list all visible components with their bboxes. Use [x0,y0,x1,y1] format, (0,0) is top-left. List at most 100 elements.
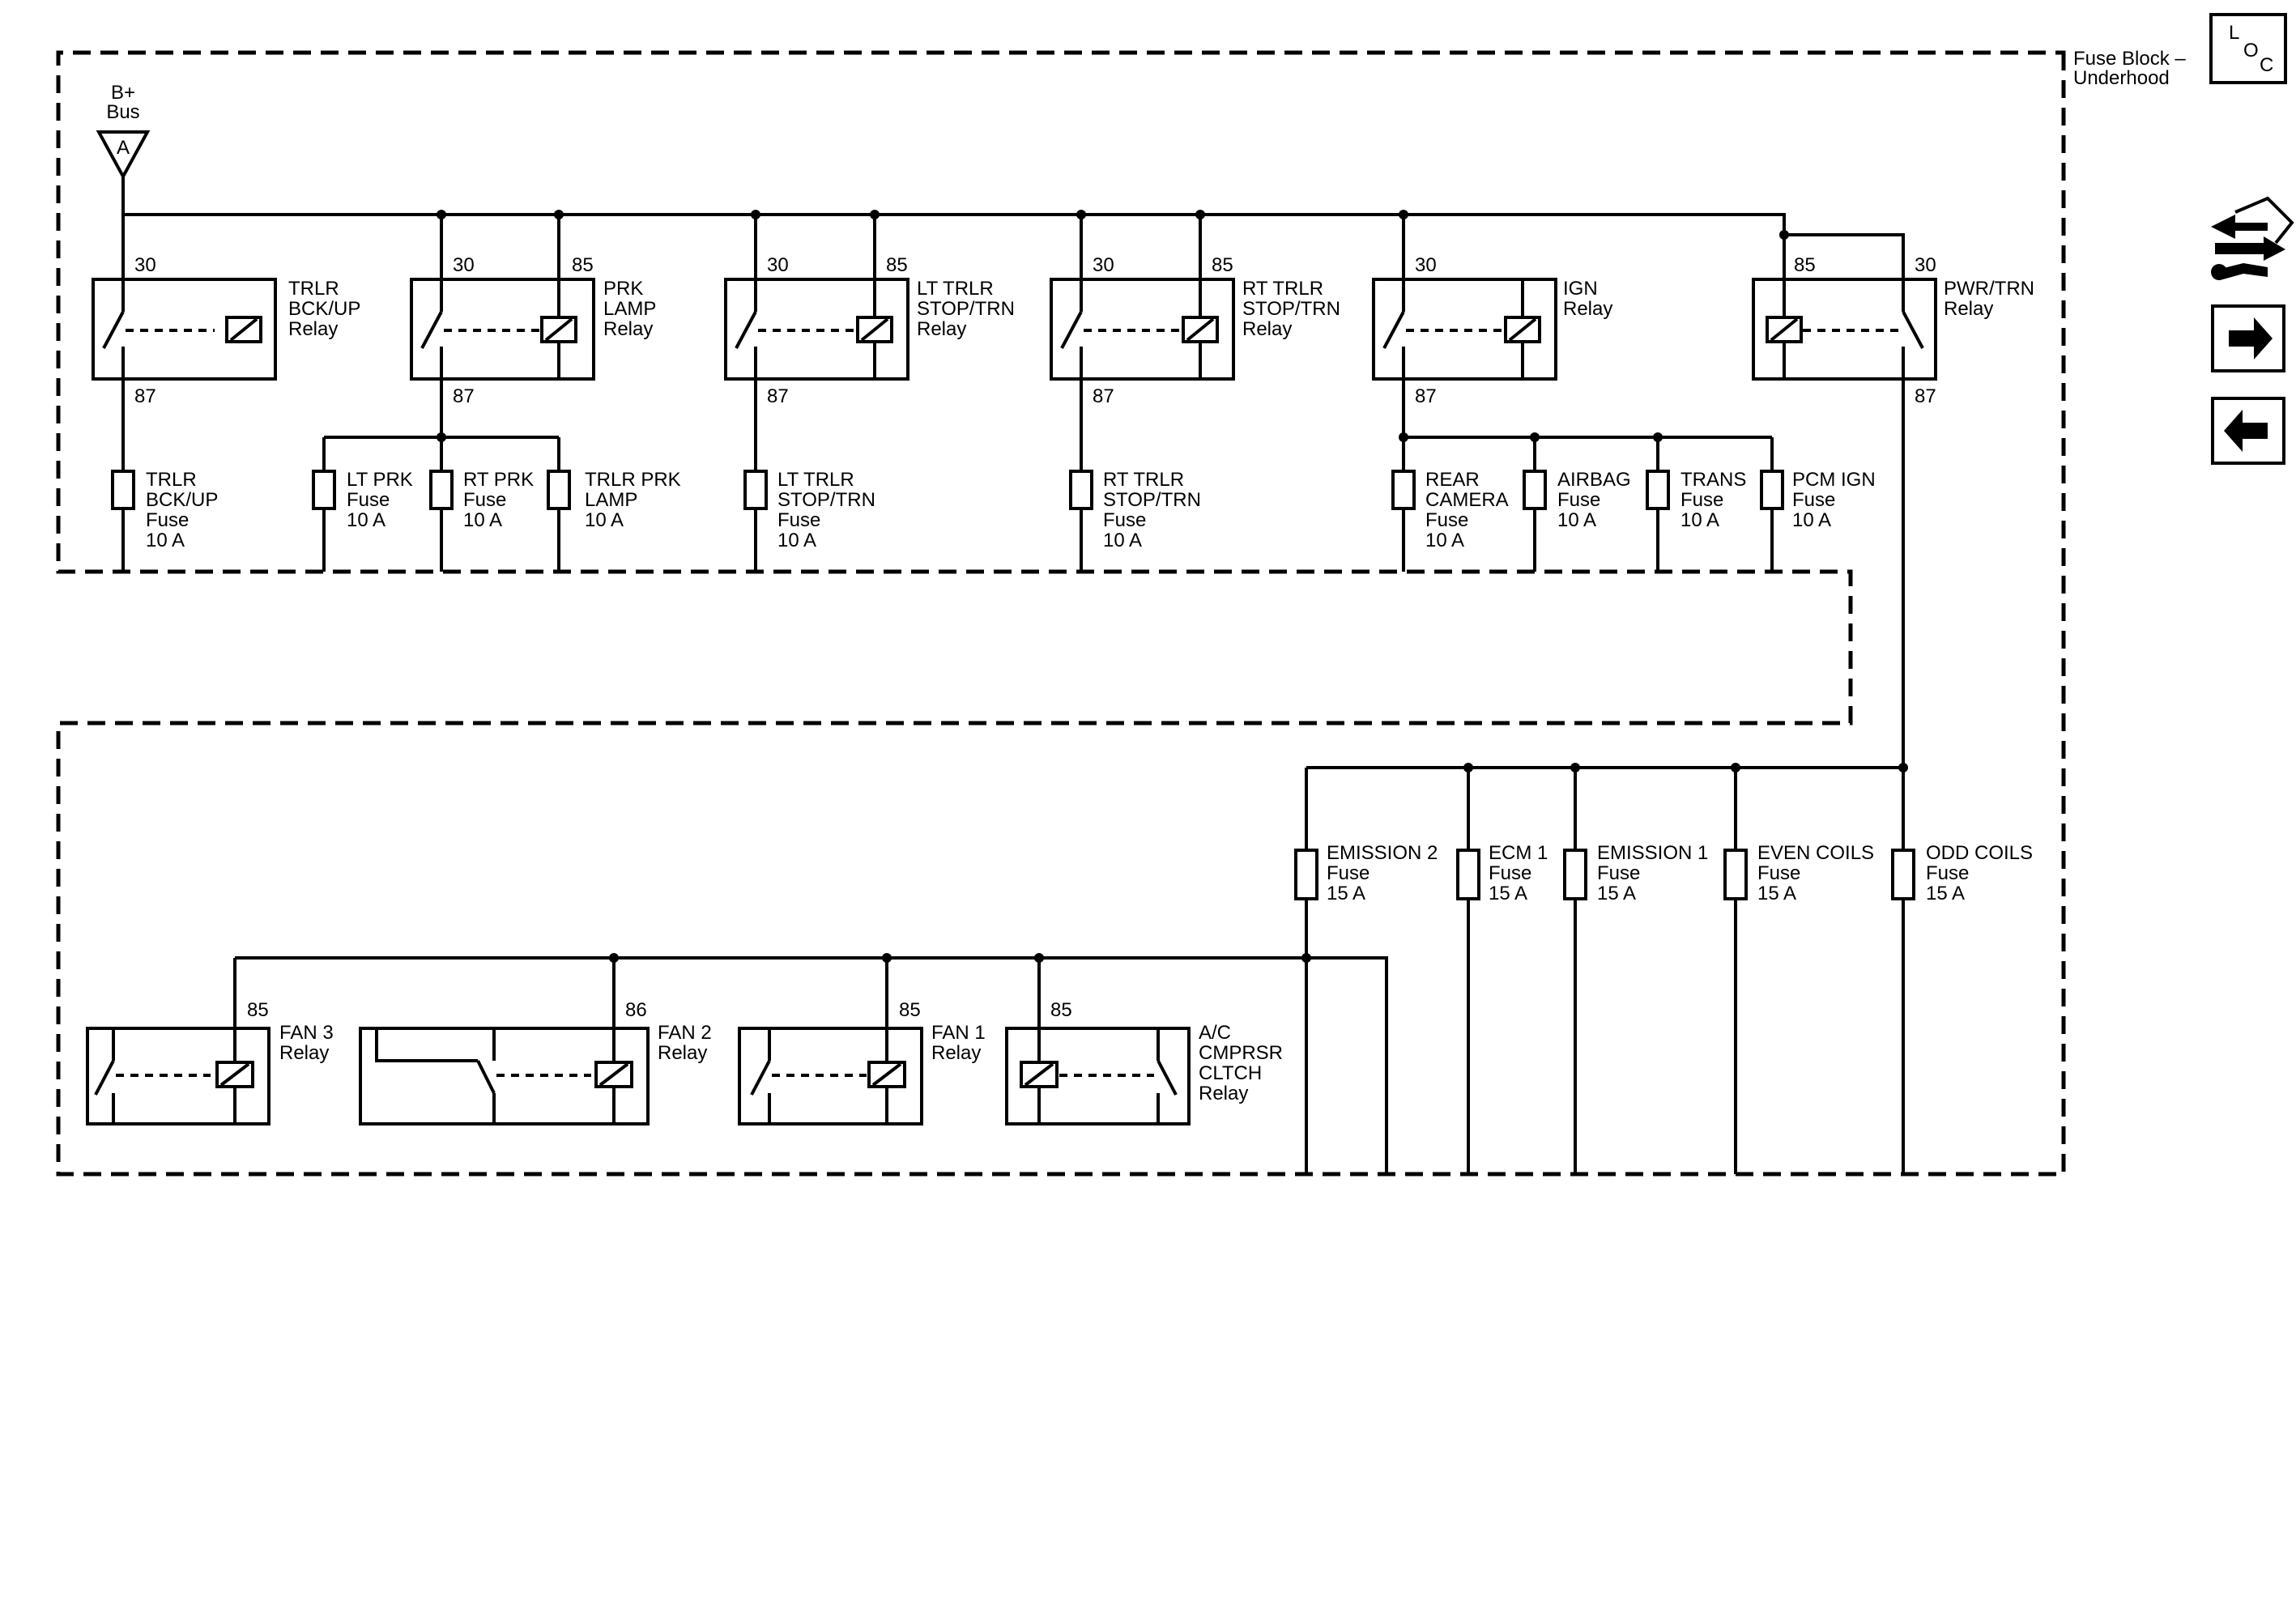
fuse-symbol [743,470,768,510]
relay-label: Relay [931,1042,981,1064]
relay-label: Relay [288,318,338,340]
fuse-block-outline-upper [56,50,2066,1177]
fuse-label: 15 A [1757,883,1796,904]
fuse-label: LAMP [585,489,637,511]
loc-letter: O [2243,40,2259,62]
upper-wiring [121,177,1905,768]
fuse-block-label-line1: Fuse Block – [2073,48,2186,70]
relay-pin: 87 [453,385,475,407]
relay-pin: 85 [886,254,908,276]
fuse-label: Fuse [1425,509,1468,531]
relay-pin: 85 [1050,999,1072,1021]
loc-button[interactable]: L O C [2209,13,2287,84]
relay-pin: 30 [453,254,475,276]
fuse-label: REAR [1425,469,1480,491]
loc-letter: C [2260,54,2273,76]
relay-label: FAN 3 [279,1022,334,1044]
fuse-label: Fuse [463,489,506,511]
fuse-label: Fuse [1597,862,1640,884]
relay-label: PRK [603,278,643,300]
fuse-symbol [1391,470,1416,510]
relay-label: FAN 2 [658,1022,712,1044]
relay-fan-1: 85 FAN 1 Relay [738,999,986,1126]
relay-pin: 85 [1794,254,1816,276]
fuse-label: PCM IGN [1792,469,1876,491]
relay-label: Relay [658,1042,707,1064]
fuse-label: 10 A [1557,509,1596,531]
fuse-symbol [1069,470,1093,510]
relay-lt-trlr-stop-trn: 30 85 87 LT TRLR STOP/TRN Relay [724,254,1015,407]
relay-label: LT TRLR [917,278,994,300]
fuse-symbol [1523,470,1547,510]
relay-label: A/C [1199,1022,1231,1044]
fuse-label: 10 A [347,509,386,531]
fuse-label: STOP/TRN [1103,489,1201,511]
relay-pwr-trn: 85 30 87 PWR/TRN Relay [1752,254,2034,407]
bus-label-line1: B+ [111,82,135,104]
fuse-label: Fuse [1327,862,1370,884]
fuse-label: 10 A [1103,530,1142,551]
relay-pin: 30 [767,254,789,276]
relay-label: Relay [603,318,653,340]
fuse-label: EMISSION 2 [1327,842,1438,864]
fuse-label: 10 A [146,530,185,551]
relay-pin: 30 [1093,254,1114,276]
fuse-block-label: Fuse Block – Underhood [2073,48,2186,89]
relay-pin: 86 [625,999,647,1021]
fuse-symbol [1891,849,1915,900]
fuse-label: 10 A [1425,530,1464,551]
fuse-label: Fuse [1926,862,1969,884]
relay-fan-3: 85 FAN 3 Relay [86,999,334,1126]
fuse-label: CAMERA [1425,489,1509,511]
fuse-label: EMISSION 1 [1597,842,1708,864]
fuse-label: 10 A [585,509,624,531]
fuse-symbol [429,470,454,510]
relay-label: RT TRLR [1242,278,1323,300]
relay-pin: 87 [767,385,789,407]
fuse-label: 10 A [1792,509,1831,531]
component-swap-icon[interactable] [2211,196,2294,280]
relay-label: Relay [1242,318,1292,340]
relay-pin: 87 [134,385,156,407]
relay-pin: 85 [572,254,594,276]
relay-trlr-bckup: 30 87 TRLR BCK/UP Relay [92,254,360,407]
relay-ac-cmprsr-cltch: 85 A/C CMPRSR CLTCH Relay [1005,999,1283,1126]
fuse-label: STOP/TRN [777,489,875,511]
relay-fan-2: 86 FAN 2 Relay [359,999,712,1126]
fuse-symbol [111,470,135,510]
relay-label: LAMP [603,298,656,320]
relay-label: PWR/TRN [1944,278,2034,300]
relay-label: Relay [1199,1083,1248,1104]
fuse-label: Fuse [1792,489,1835,511]
relay-label: CMPRSR [1199,1042,1283,1064]
arrow-left-icon[interactable] [2211,397,2285,465]
fuse-label: Fuse [146,509,189,531]
relay-label: Relay [1563,298,1612,320]
fuse-label: TRLR [146,469,197,491]
fuse-label: 15 A [1489,883,1527,904]
relay-ign: 30 87 IGN Relay [1372,254,1612,407]
fuse-label: AIRBAG [1557,469,1631,491]
relay-label: STOP/TRN [917,298,1015,320]
arrow-right-icon[interactable] [2211,304,2285,372]
fuse-label: 10 A [463,509,502,531]
fuse-label: Fuse [1103,509,1146,531]
relay-label: Relay [1944,298,1993,320]
bus-connector-triangle [96,130,151,181]
fuse-symbol [1456,849,1480,900]
relay-pin: 85 [247,999,269,1021]
fuse-label: LT PRK [347,469,413,491]
fuse-label: Fuse [777,509,820,531]
fuse-label: Fuse [1557,489,1600,511]
relay-pin: 30 [1915,254,1936,276]
fuses-upper: TRLR BCK/UP Fuse 10 A LT PRK Fuse 10 A R… [111,469,1876,551]
fuse-symbol [1646,470,1670,510]
fuse-block-label-line2: Underhood [2073,67,2170,89]
relay-prk-lamp: 30 85 87 PRK LAMP Relay [410,254,656,407]
fuse-label: 10 A [777,530,816,551]
relay-pin: 85 [899,999,921,1021]
fuse-symbol [1760,470,1784,510]
relay-label: IGN [1563,278,1598,300]
fuse-label: TRLR PRK [585,469,681,491]
